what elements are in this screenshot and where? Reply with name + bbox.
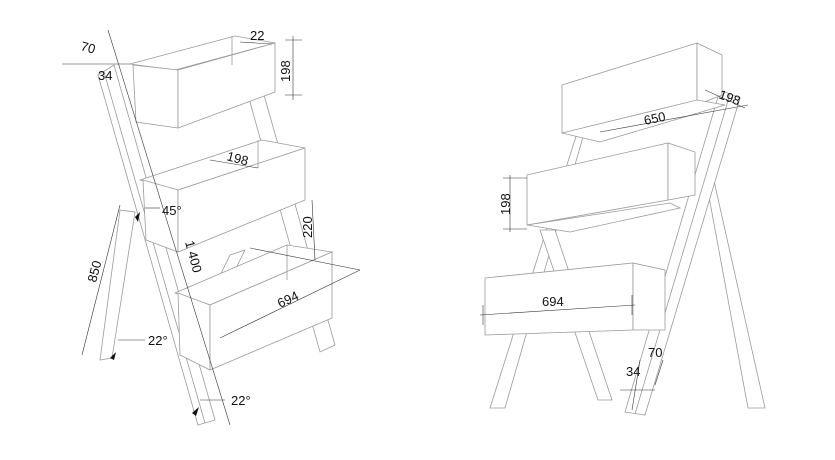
middle-box [138, 139, 306, 253]
dim-22-angle-front: 22° [231, 393, 251, 408]
right-view: 650 198 198 694 70 34 [479, 42, 766, 416]
dim-198-height-r: 198 [498, 193, 513, 215]
bottom-box [173, 244, 334, 371]
dim-34-r: 34 [626, 364, 640, 379]
top-box-r [561, 42, 726, 143]
dim-45-angle: 45° [162, 203, 182, 218]
bottom-box-r [484, 262, 666, 336]
dim-694-r: 694 [542, 294, 564, 309]
rear-right-leg-r [704, 171, 766, 409]
dim-850: 850 [84, 259, 104, 284]
left-view: 70 22 198 34 198 45° 220 1 400 850 694 2… [62, 28, 361, 426]
rear-left-leg [99, 209, 136, 361]
dim-22-angle-rear: 22° [148, 333, 168, 348]
dim-34-left: 34 [98, 68, 112, 83]
dim-1400: 1 400 [182, 239, 205, 274]
middle-box-r [526, 142, 696, 233]
dim-70-left: 70 [79, 38, 97, 56]
dim-198-depth-r: 198 [717, 87, 743, 109]
dim-650: 650 [643, 109, 667, 128]
dim-198-box-height-left: 198 [278, 60, 293, 82]
top-box [129, 35, 276, 129]
dim-198-box-depth-left: 198 [225, 148, 250, 168]
dim-22-left: 22 [250, 28, 264, 43]
dim-70-r: 70 [648, 345, 662, 360]
dim-220: 220 [300, 216, 315, 238]
